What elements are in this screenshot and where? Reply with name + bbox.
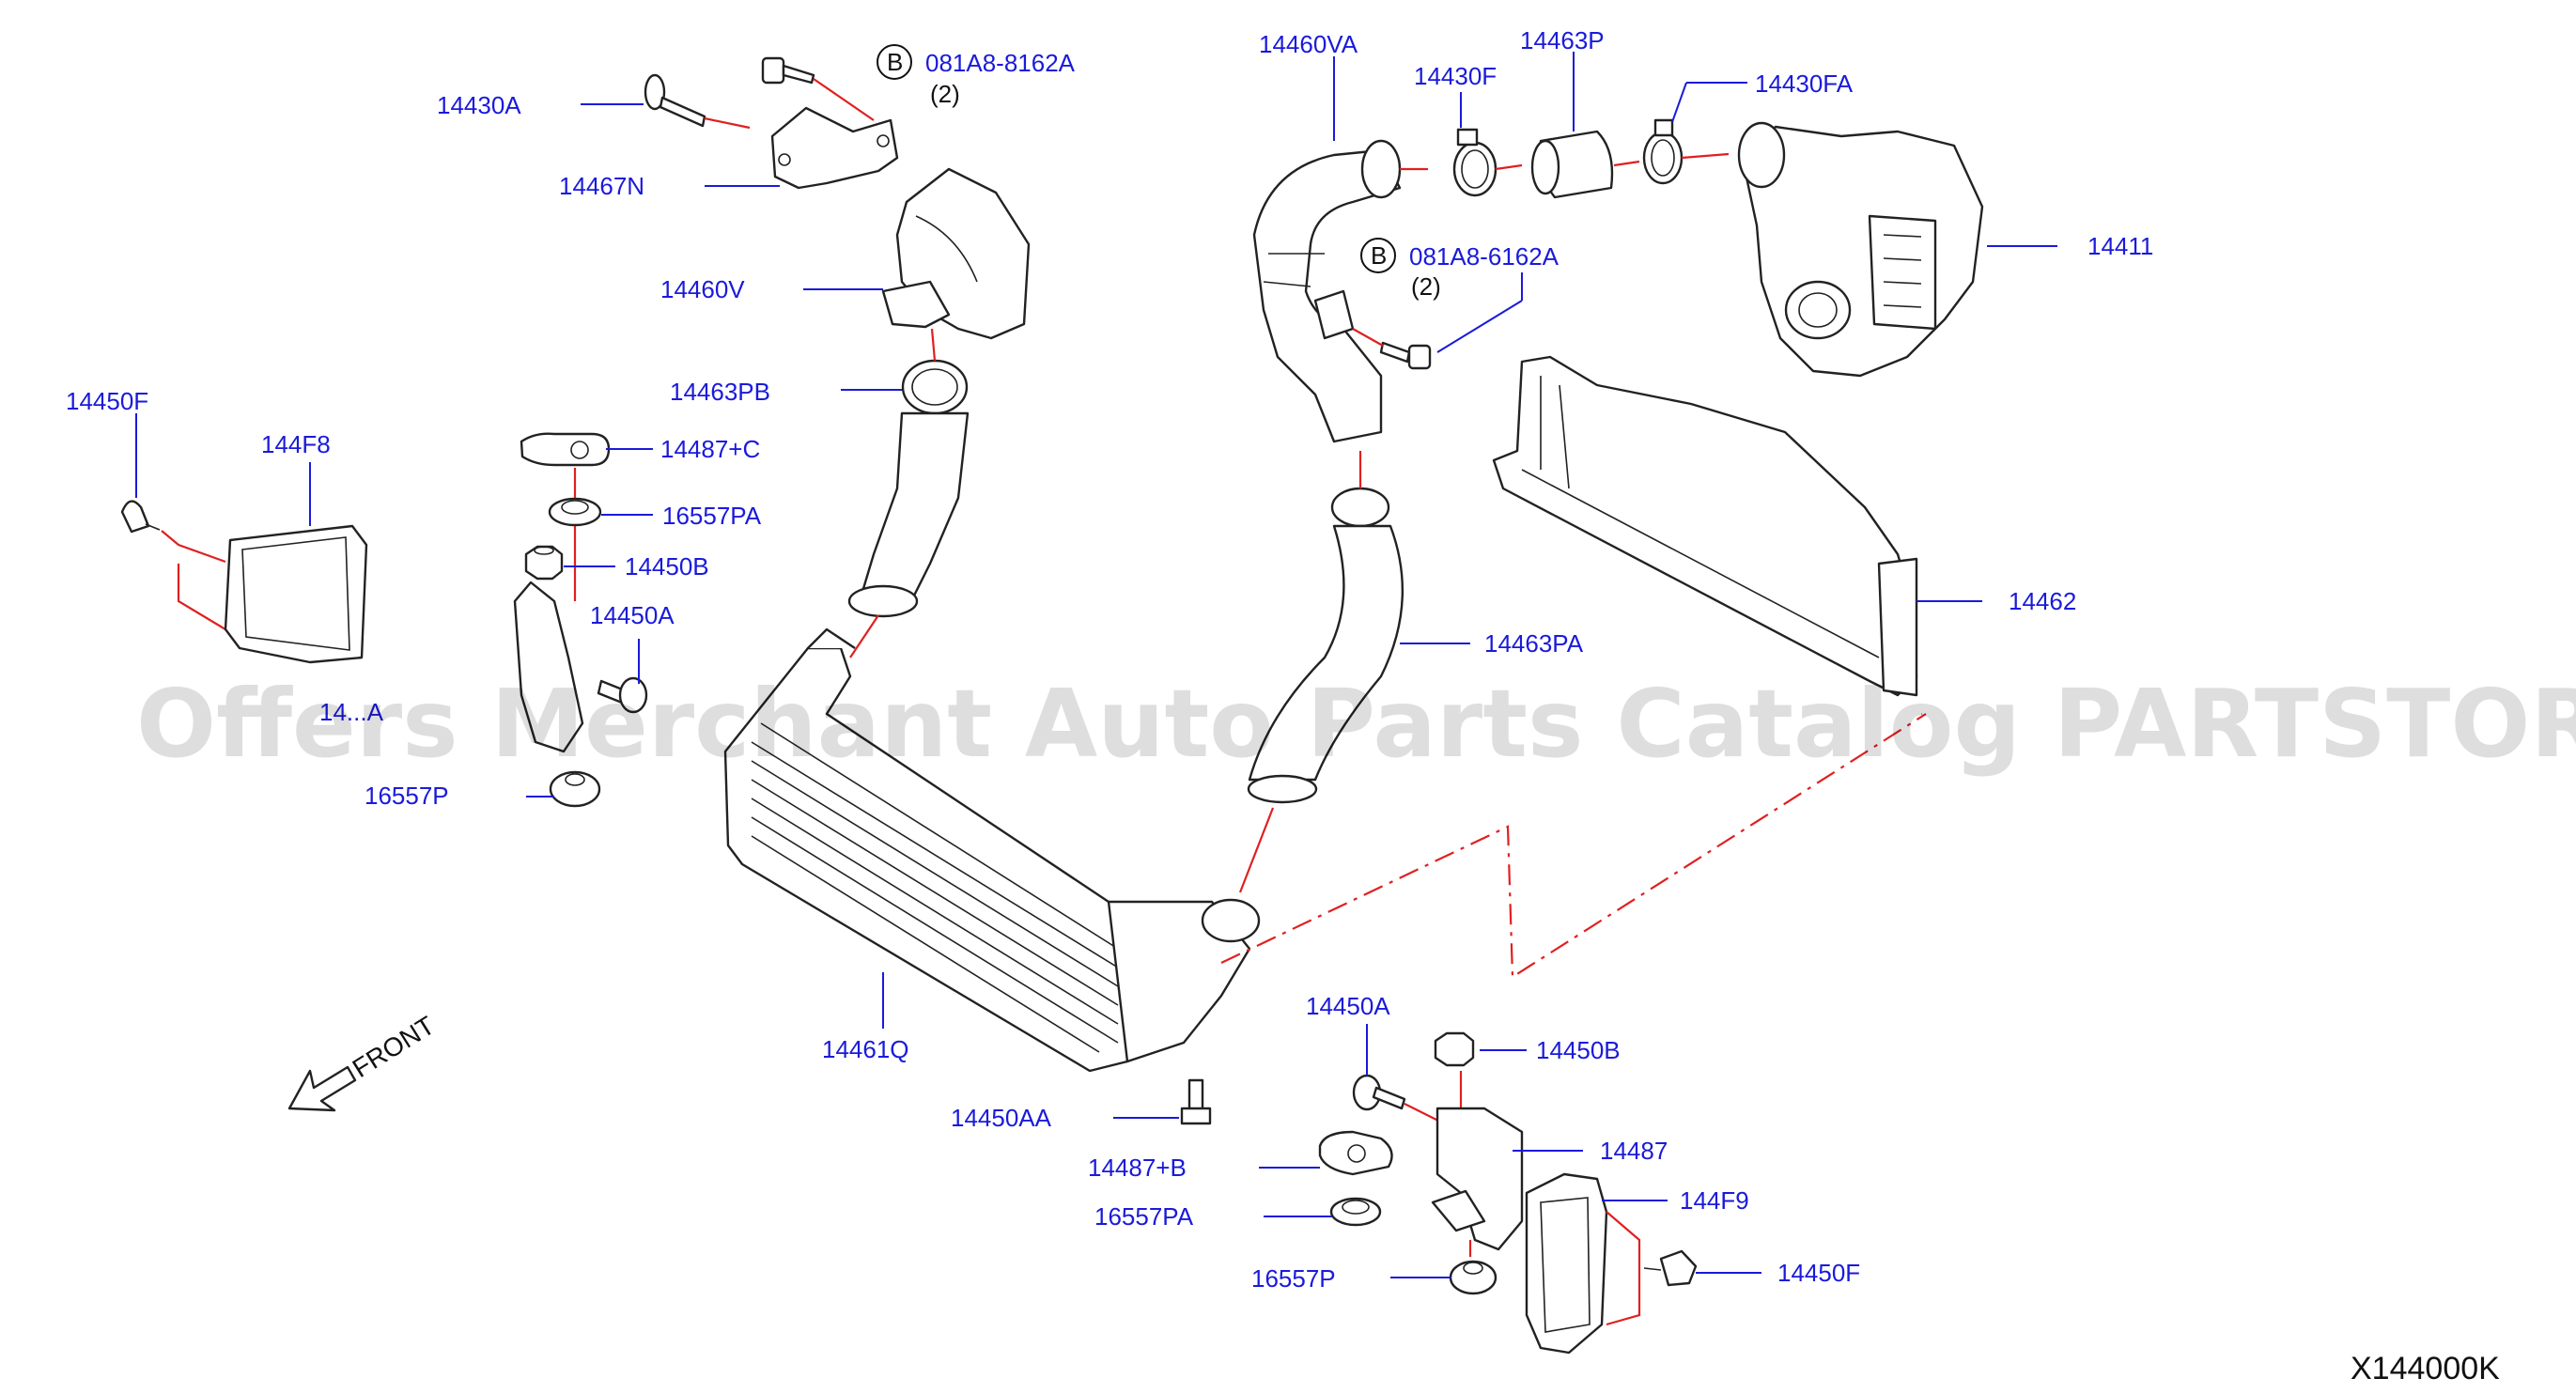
diagram-code: X144000K (2351, 1351, 2500, 1386)
callout-14463P[interactable]: 14463P (1520, 26, 1605, 54)
callout-16557P-bottom[interactable]: 16557P (1251, 1264, 1336, 1293)
clamp-14463PB[interactable] (901, 359, 969, 415)
callout-14450AA[interactable]: 14450AA (951, 1104, 1052, 1132)
guide-144F8 (161, 530, 226, 630)
guide-14430A (704, 116, 751, 130)
callout-14411[interactable]: 14411 (2087, 232, 2153, 260)
bolt-note-mid[interactable]: B 081A8-6162A (2) (1360, 238, 1560, 301)
callout-14450B-top[interactable]: 14450B (625, 552, 709, 581)
callout-14430FA[interactable]: 14430FA (1755, 70, 1854, 98)
callout-14450B-bottom[interactable]: 14450B (1536, 1036, 1621, 1064)
bolt-14450A-bottom[interactable] (1352, 1074, 1406, 1111)
guide-hose-clampFA (1613, 160, 1640, 167)
clip-14450F-right[interactable] (1643, 1249, 1698, 1287)
insulator-16557PA-bottom[interactable] (1329, 1197, 1382, 1227)
nut-14450B-bottom[interactable] (1434, 1031, 1475, 1067)
bolt-note-mid-part: 081A8-6162A (1409, 242, 1560, 271)
air-guide-14462[interactable] (1492, 355, 1918, 697)
guide-top-bolt (813, 78, 875, 121)
callout-14461Q[interactable]: 14461Q (822, 1035, 909, 1063)
bolt-note-top-badge: B (887, 48, 903, 76)
bracket-14467N[interactable] (770, 106, 899, 190)
guide-hose-intercooler (849, 614, 879, 658)
callout-14487[interactable]: 14487 (1600, 1137, 1668, 1165)
turbocharger-14411[interactable] (1737, 121, 1984, 378)
watermark: Offers Merchant Auto Parts Catalog PARTS… (136, 669, 2576, 779)
callout-144xxA[interactable]: 14...A (319, 698, 384, 726)
callout-16557P-top[interactable]: 16557P (365, 782, 449, 810)
hose-lower-left[interactable] (858, 411, 970, 612)
guide-dashed-lower (1220, 713, 1927, 979)
callout-14463PB[interactable]: 14463PB (670, 378, 770, 406)
bolt-note-mid-qty: (2) (1411, 272, 1441, 301)
hose-14463PA[interactable] (1247, 487, 1404, 804)
clamp-14430F[interactable] (1452, 128, 1497, 197)
bolt-note-top-qty: (2) (930, 80, 960, 108)
insulator-16557P-top[interactable] (549, 770, 601, 808)
nut-14450B-top[interactable] (524, 545, 564, 581)
insulator-16557P-bottom[interactable] (1449, 1260, 1497, 1295)
callout-14450F-left[interactable]: 14450F (66, 387, 148, 415)
guide-clamp-turbo (1681, 152, 1730, 160)
bolt-note-top[interactable]: B 081A8-8162A (2) (877, 44, 1076, 108)
callout-14450A-bottom[interactable]: 14450A (1306, 992, 1390, 1020)
leader-lines (135, 52, 2057, 1278)
seal-144F8[interactable] (224, 524, 368, 664)
bolt-081A8-8162A[interactable] (761, 56, 815, 85)
gasket-14487B[interactable] (1318, 1130, 1393, 1176)
bracket-14487[interactable] (1435, 1107, 1524, 1251)
callout-14487C[interactable]: 14487+C (660, 435, 760, 463)
bolt-14430A[interactable] (644, 73, 706, 128)
callout-14460V[interactable]: 14460V (660, 275, 745, 303)
guide-mid-bolt (1352, 328, 1384, 347)
bolt-14450A-top[interactable] (597, 676, 648, 714)
bolt-note-mid-badge: B (1371, 241, 1387, 270)
front-label: FRONT (348, 1011, 440, 1083)
callout-16557PA-top[interactable]: 16557PA (662, 502, 762, 530)
callout-14467N[interactable]: 14467N (559, 172, 644, 200)
callout-16557PA-bottom[interactable]: 16557PA (1094, 1202, 1194, 1231)
callout-14462[interactable]: 14462 (2009, 587, 2076, 615)
bolt-081A8-6162A[interactable] (1379, 341, 1432, 370)
bracket-left-mount[interactable] (513, 581, 584, 753)
insulator-16557PA-top[interactable] (548, 497, 602, 527)
guide-hose-outlet (1238, 807, 1275, 893)
guide-144F9 (1606, 1211, 1641, 1326)
seal-144F9[interactable] (1525, 1172, 1608, 1355)
callout-144F8[interactable]: 144F8 (261, 430, 331, 458)
callout-14430A[interactable]: 14430A (437, 91, 521, 119)
guide-duct-clamp (930, 328, 937, 362)
callout-14463PA[interactable]: 14463PA (1484, 629, 1584, 658)
bolt-14450AA[interactable] (1180, 1078, 1212, 1125)
hose-14463P[interactable] (1530, 130, 1614, 199)
callout-14430F[interactable]: 14430F (1414, 62, 1497, 90)
callout-14450F-right[interactable]: 14450F (1777, 1259, 1860, 1287)
intercooler-14461Q[interactable] (723, 627, 1261, 1073)
bolt-note-top-part: 081A8-8162A (925, 49, 1076, 77)
clamp-14430FA[interactable] (1642, 118, 1684, 185)
guide-bolt-bracket (1404, 1103, 1443, 1123)
callout-14487B[interactable]: 14487+B (1088, 1154, 1187, 1182)
gasket-14487C[interactable] (520, 432, 611, 467)
clip-14450F-left[interactable] (120, 500, 161, 534)
callout-14460VA[interactable]: 14460VA (1259, 30, 1358, 58)
front-arrow: FRONT (287, 1011, 440, 1112)
callout-144F9[interactable]: 144F9 (1680, 1186, 1749, 1215)
callout-14450A-top[interactable]: 14450A (590, 601, 675, 629)
guide-clamp-hose (1495, 163, 1523, 171)
